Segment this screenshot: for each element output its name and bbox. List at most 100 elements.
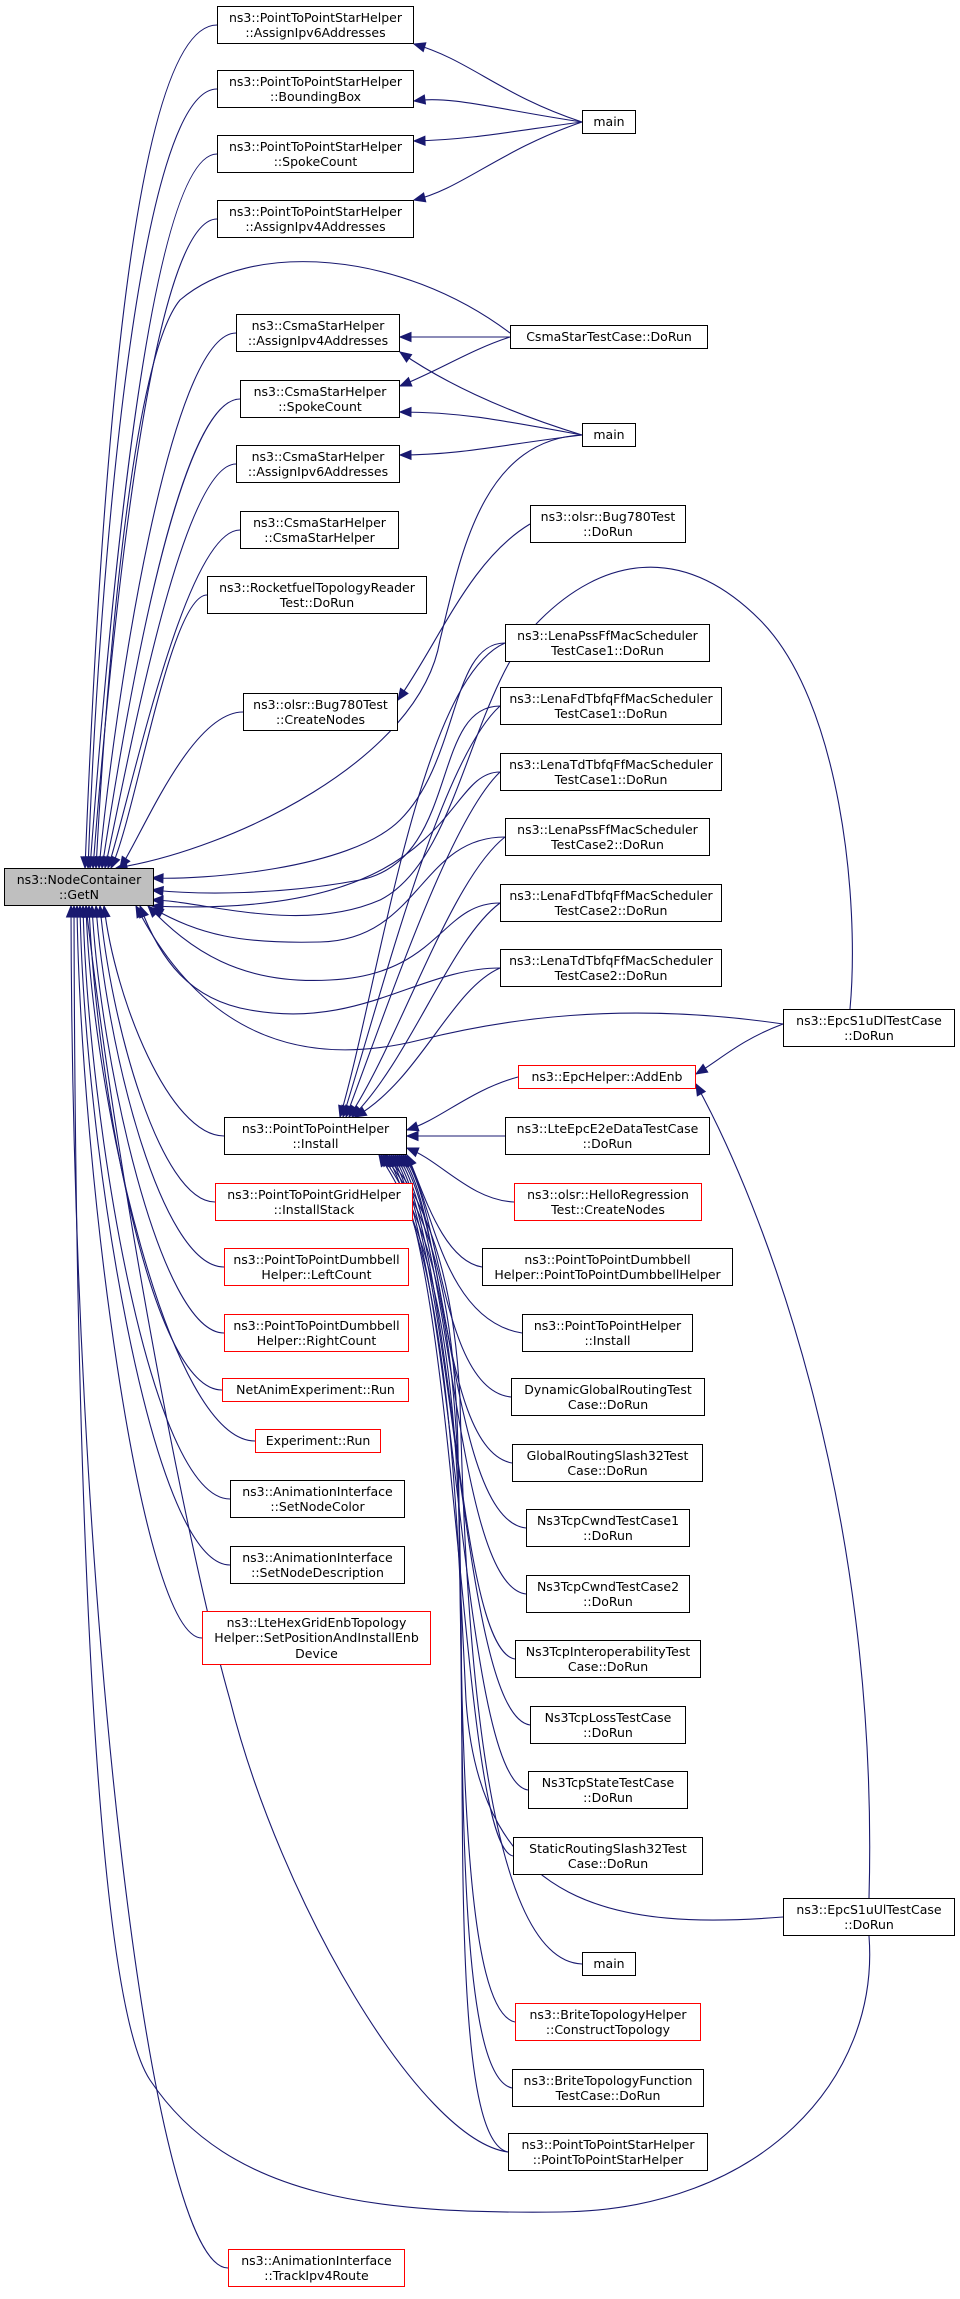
node-label-line: ns3::LenaPssFfMacScheduler xyxy=(517,821,698,837)
node-p2pstar-ipv6[interactable]: ns3::PointToPointStarHelper::AssignIpv6A… xyxy=(217,6,414,44)
node-label-line: CsmaStarTestCase::DoRun xyxy=(526,329,692,345)
node-anim-track[interactable]: ns3::AnimationInterface::TrackIpv4Route xyxy=(228,2249,405,2287)
node-main2[interactable]: main xyxy=(582,423,636,447)
node-csma-ipv6[interactable]: ns3::CsmaStarHelper::AssignIpv6Addresses xyxy=(236,445,400,483)
node-label-line: ::Install xyxy=(584,1333,631,1348)
node-p2p-install2[interactable]: ns3::PointToPointHelper::Install xyxy=(522,1314,693,1352)
node-label-line: Helper::LeftCount xyxy=(261,1267,372,1282)
node-anim-color[interactable]: ns3::AnimationInterface::SetNodeColor xyxy=(230,1480,405,1518)
node-label-line: ns3::AnimationInterface xyxy=(241,2252,392,2268)
node-label-line: ::DoRun xyxy=(583,524,633,539)
node-tcp-cwnd1[interactable]: Ns3TcpCwndTestCase1::DoRun xyxy=(526,1509,690,1547)
edge-pss2-to-getn xyxy=(150,836,506,943)
node-label-line: Helper::PointToPointDumbbellHelper xyxy=(494,1267,721,1282)
node-label-line: ns3::PointToPointHelper xyxy=(241,1120,390,1136)
node-tcp-state[interactable]: Ns3TcpStateTestCase::DoRun xyxy=(528,1771,688,1809)
node-label-line: ns3::PointToPointStarHelper xyxy=(228,73,402,89)
node-p2pstar-ipv4[interactable]: ns3::PointToPointStarHelper::AssignIpv4A… xyxy=(217,200,414,238)
node-e2e[interactable]: ns3::LteEpcE2eDataTestCase::DoRun xyxy=(505,1117,710,1155)
node-label-line: Case::DoRun xyxy=(567,1463,648,1478)
node-label-line: ns3::LteEpcE2eDataTestCase xyxy=(516,1120,699,1136)
node-label-line: ::InstallStack xyxy=(273,1202,355,1217)
node-label-line: ::DoRun xyxy=(583,1528,633,1543)
node-csma-spoke[interactable]: ns3::CsmaStarHelper::SpokeCount xyxy=(240,380,400,418)
node-epc-ul[interactable]: ns3::EpcS1uUlTestCase::DoRun xyxy=(783,1898,955,1936)
node-label-line: ns3::LenaTdTbfqFfMacScheduler xyxy=(509,756,713,772)
node-label-line: ns3::AnimationInterface xyxy=(242,1483,393,1499)
node-main1[interactable]: main xyxy=(582,110,636,134)
edge-p2pstar_ctor-to-p2p_install xyxy=(378,1153,509,2153)
edge-db_left-to-getn xyxy=(91,904,225,1268)
node-tcp-cwnd2[interactable]: Ns3TcpCwndTestCase2::DoRun xyxy=(526,1575,690,1613)
node-label-line: ns3::LteHexGridEnbTopology xyxy=(226,1614,407,1630)
node-label-line: ::SpokeCount xyxy=(273,154,358,169)
edge-olsr_create-to-getn xyxy=(119,711,244,870)
node-grid-stack[interactable]: ns3::PointToPointGridHelper::InstallStac… xyxy=(215,1183,413,1221)
node-tcp-loss[interactable]: Ns3TcpLossTestCase::DoRun xyxy=(530,1706,686,1744)
node-label-line: ns3::RocketfuelTopologyReader xyxy=(219,579,415,595)
node-label-line: Helper::RightCount xyxy=(256,1333,377,1348)
node-olsr-create[interactable]: ns3::olsr::Bug780Test::CreateNodes xyxy=(243,693,398,731)
node-label-line: ::AssignIpv4Addresses xyxy=(245,219,386,234)
edge-olsr_dorun-to-olsr_create xyxy=(397,523,531,702)
edge-main1-to-p2pstar_ipv6 xyxy=(412,42,583,123)
edge-olsr_hello-to-p2p_install xyxy=(405,1147,515,1203)
node-p2pstar-spoke[interactable]: ns3::PointToPointStarHelper::SpokeCount xyxy=(217,135,414,173)
node-label-line: ::CsmaStarHelper xyxy=(264,530,375,545)
node-label-line: ns3::BriteTopologyFunction xyxy=(523,2072,693,2088)
node-csma-ctor[interactable]: ns3::CsmaStarHelper::CsmaStarHelper xyxy=(240,511,399,549)
node-label-line: ::PointToPointStarHelper xyxy=(532,2152,684,2167)
node-p2p-install[interactable]: ns3::PointToPointHelper::Install xyxy=(224,1117,407,1155)
node-netanim[interactable]: NetAnimExperiment::Run xyxy=(222,1378,409,1402)
node-epc-addenb[interactable]: ns3::EpcHelper::AddEnb xyxy=(518,1065,696,1089)
node-label-line: ns3::LenaTdTbfqFfMacScheduler xyxy=(509,952,713,968)
node-brite-construct[interactable]: ns3::BriteTopologyHelper::ConstructTopol… xyxy=(515,2003,701,2041)
node-label-line: Test::CreateNodes xyxy=(551,1202,665,1217)
node-csma-test[interactable]: CsmaStarTestCase::DoRun xyxy=(510,325,708,349)
node-label-line: GlobalRoutingSlash32Test xyxy=(526,1447,689,1463)
node-main3[interactable]: main xyxy=(582,1952,636,1976)
edge-fd1-to-p2p_install xyxy=(341,705,501,1119)
node-experiment[interactable]: Experiment::Run xyxy=(255,1429,381,1453)
node-label-line: Ns3TcpLossTestCase xyxy=(544,1709,672,1725)
node-p2pstar-ctor[interactable]: ns3::PointToPointStarHelper::PointToPoin… xyxy=(508,2133,708,2171)
node-label-line: ::BoundingBox xyxy=(270,89,361,104)
node-label-line: ::AssignIpv6Addresses xyxy=(245,25,386,40)
node-epc-dl[interactable]: ns3::EpcS1uDlTestCase::DoRun xyxy=(783,1009,955,1047)
edge-csma_test-to-csma_ipv4 xyxy=(398,331,510,343)
node-label-line: Case::DoRun xyxy=(567,1856,649,1871)
node-label-line: Case::DoRun xyxy=(567,1397,649,1412)
node-label-line: StaticRoutingSlash32Test xyxy=(529,1840,687,1856)
node-label-line: ns3::PointToPointDumbbell xyxy=(524,1251,691,1267)
node-label-line: Ns3TcpInteroperabilityTest xyxy=(525,1643,691,1659)
edge-netanim-to-getn xyxy=(84,904,223,1391)
node-label-line: ns3::LenaPssFfMacScheduler xyxy=(517,627,698,643)
node-p2pstar-bbox[interactable]: ns3::PointToPointStarHelper::BoundingBox xyxy=(217,70,414,108)
node-olsr-dorun[interactable]: ns3::olsr::Bug780Test::DoRun xyxy=(530,505,686,543)
node-anim-desc[interactable]: ns3::AnimationInterface::SetNodeDescript… xyxy=(230,1546,405,1584)
node-label-line: ns3::AnimationInterface xyxy=(242,1549,393,1565)
node-label-line: ::DoRun xyxy=(844,1917,894,1932)
node-label-line: main xyxy=(593,1956,625,1972)
node-label-line: Experiment::Run xyxy=(265,1433,371,1449)
node-label-line: ::DoRun xyxy=(583,1790,633,1805)
node-csma-ipv4[interactable]: ns3::CsmaStarHelper::AssignIpv4Addresses xyxy=(236,314,400,352)
